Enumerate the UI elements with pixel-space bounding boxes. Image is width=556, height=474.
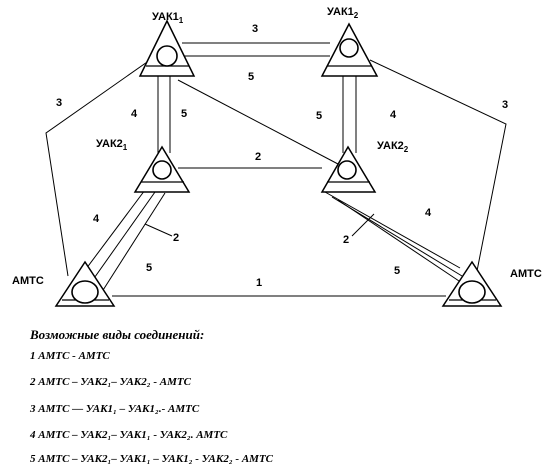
label-amts-left: АМТС: [12, 275, 44, 287]
label-uak2-right: УАК22: [377, 140, 409, 154]
legend-line-3: 3 АМТС — УАК1₁ – УАК1₂.- АМТС: [30, 403, 200, 415]
link-label-left-diag-4: 4: [93, 213, 100, 225]
link-left-diag-c: [97, 192, 166, 299]
legend-title: Возможные виды соединений:: [30, 327, 205, 342]
link-label-left-outer-3: 3: [56, 97, 62, 109]
link-label-left-vert-5: 5: [181, 108, 187, 120]
legend-line-2: 2 АМТС – УАК2₁– УАК2₂ - АМТС: [30, 376, 191, 388]
link-label-right-outer-3: 3: [502, 99, 508, 111]
link-label-top-3: 3: [252, 23, 258, 35]
link-label-right-diag-2: 2: [343, 234, 349, 246]
link-right-diag-a: [324, 191, 461, 269]
label-uak1-left: УАК11: [152, 11, 184, 25]
link-label-top-5: 5: [248, 71, 254, 83]
label-uak2-left: УАК21: [96, 138, 128, 152]
node-uak1-left: [138, 19, 196, 77]
link-label-right-diag-5: 5: [394, 265, 400, 277]
link-label-right-diag-4: 4: [425, 207, 432, 219]
link-right-outer: [369, 59, 507, 277]
legend-line-4: 4 АМТС – УАК2₁– УАК1₁ - УАК2₂. АМТС: [30, 429, 228, 441]
link-diag-uak1-uak2: [177, 79, 339, 165]
link-label-right-vert-4: 4: [390, 109, 397, 121]
node-uak2-left: [133, 145, 191, 193]
legend-line-5: 5 АМТС – УАК2₁– УАК1₁ – УАК1₂ - УАК2₂ - …: [30, 453, 274, 465]
link-label-left-diag-5: 5: [146, 262, 152, 274]
label-amts-right: АМТС: [510, 268, 542, 280]
leader-left-2: [144, 223, 173, 237]
link-left-diag-b: [84, 191, 156, 292]
connection-legend: Возможные виды соединений: 1 АМТС - АМТС…: [30, 327, 550, 465]
node-amts-left: [54, 260, 116, 307]
link-label-left-vert-4: 4: [131, 108, 138, 120]
label-uak1-right: УАК12: [327, 6, 359, 20]
link-label-left-diag-2: 2: [173, 232, 179, 244]
legend-line-1: 1 АМТС - АМТС: [30, 350, 110, 362]
leader-right-2: [351, 213, 375, 237]
node-uak2-right: [320, 145, 377, 193]
link-label-mid-2: 2: [255, 151, 261, 163]
link-right-diag-c: [337, 199, 463, 284]
link-label-bottom-1: 1: [256, 277, 262, 289]
link-label-diag-5: 5: [316, 110, 322, 122]
node-amts-right: [441, 260, 503, 307]
node-uak1-right: [320, 22, 379, 77]
link-left-outer: [45, 59, 151, 277]
